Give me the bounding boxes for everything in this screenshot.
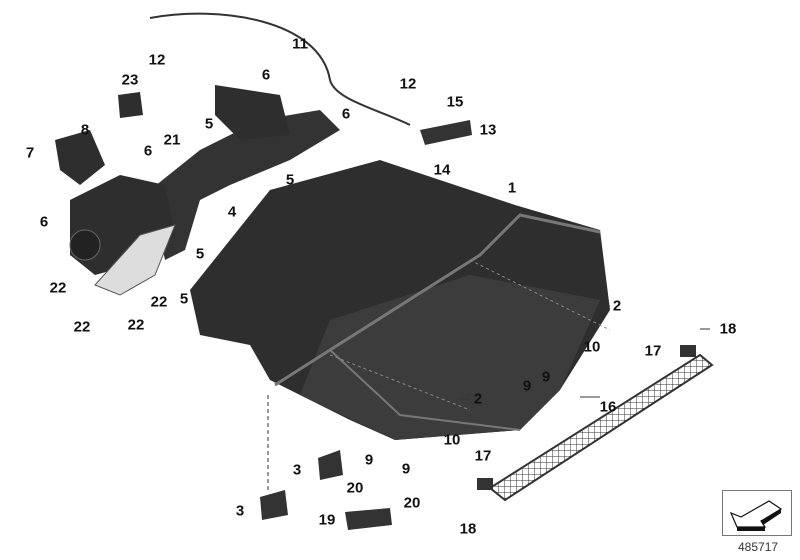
- callout-label: 6: [341, 105, 351, 123]
- callout-label: 22: [150, 293, 168, 311]
- callout-label: 15: [446, 93, 464, 111]
- callout-label: 9: [541, 368, 551, 386]
- callout-label: 4: [227, 203, 237, 221]
- callout-label: 20: [403, 494, 421, 512]
- callout-label: 10: [443, 431, 461, 449]
- callout-label: 1: [507, 179, 517, 197]
- callout-label: 3: [235, 502, 245, 520]
- callout-label: 2: [612, 297, 622, 315]
- case-body: [190, 160, 611, 440]
- callout-label: 16: [599, 398, 617, 416]
- carrier-bracket: [150, 85, 340, 260]
- clip: [318, 450, 343, 480]
- callout-label: 3: [292, 461, 302, 479]
- callout-label: 5: [204, 115, 214, 133]
- cable: [149, 12, 411, 126]
- callout-label: 5: [179, 290, 189, 308]
- callout-label: 10: [583, 338, 601, 356]
- callout-label: 18: [459, 520, 477, 538]
- callout-label: 17: [474, 447, 492, 465]
- callout-label: 6: [261, 66, 271, 84]
- callout-label: 22: [127, 316, 145, 334]
- handle: [420, 120, 472, 145]
- lock-assembly: [55, 92, 176, 296]
- callout-label: 20: [346, 479, 364, 497]
- callout-label: 22: [73, 318, 91, 336]
- callout-label: 18: [719, 320, 737, 338]
- callout-label: 11: [292, 35, 308, 53]
- reference-number: 485717: [738, 540, 779, 554]
- callout-label: 5: [285, 171, 295, 189]
- callout-label: 23: [121, 71, 139, 89]
- callout-label: 22: [49, 279, 67, 297]
- callout-label: 2: [473, 390, 483, 408]
- callout-label: 12: [399, 75, 417, 93]
- callout-label: 9: [401, 460, 411, 478]
- callout-label: 9: [522, 377, 532, 395]
- callout-label: 6: [143, 142, 153, 160]
- clip: [260, 490, 288, 520]
- callout-label: 5: [195, 245, 205, 263]
- callout-label: 19: [318, 511, 336, 529]
- callout-label: 12: [148, 51, 166, 69]
- callout-label: 6: [39, 213, 49, 231]
- callout-label: 13: [479, 121, 497, 139]
- orientation-arrow-icon: [722, 490, 792, 536]
- callout-label: 21: [163, 131, 181, 149]
- callout-label: 7: [25, 144, 35, 162]
- callout-label: 8: [80, 121, 90, 139]
- callout-label: 17: [644, 342, 662, 360]
- bracket-19: [345, 508, 392, 530]
- callout-label: 14: [433, 161, 451, 179]
- leader-lines: [267, 305, 710, 490]
- luggage-net: [477, 345, 714, 502]
- callout-label: 9: [364, 451, 374, 469]
